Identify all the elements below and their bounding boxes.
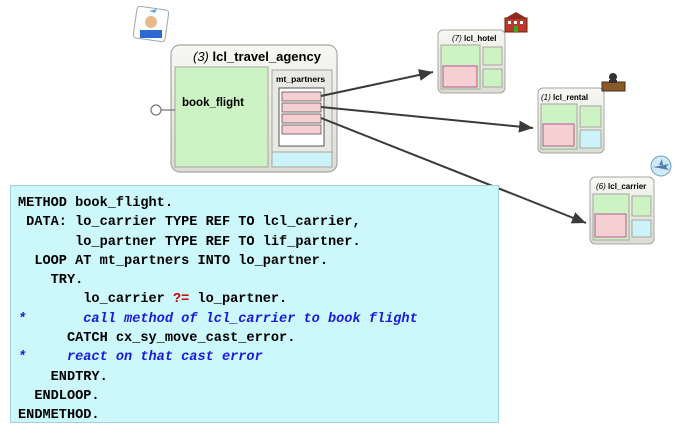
airplane-icon [650,155,672,177]
code-line: ENDTRY. [18,369,108,385]
class-lcl-hotel[interactable]: (7) lcl_hotel [437,29,506,94]
reference-arrow-carrier [320,117,587,224]
table-row[interactable] [281,113,322,124]
code-text: lo_partner. [189,292,288,308]
code-line: LOOP AT mt_partners INTO lo_partner. [18,253,328,269]
code-line: DATA: lo_carrier TYPE REF TO lcl_carrier… [18,215,361,231]
class-title: (3) lcl_travel_agency [193,49,322,64]
table-row[interactable] [281,124,322,135]
hotel-icon [504,12,528,33]
class-lcl-carrier[interactable]: (6) lcl_carrier [589,176,655,245]
code-line: CATCH cx_sy_move_cast_error. [18,331,296,347]
code-line: ENDMETHOD. [18,408,100,424]
code-line-cast: lo_carrier ?= lo_partner. [18,290,498,309]
code-line: METHOD book_flight. [18,196,173,211]
class-lcl-travel-agency[interactable]: (3) lcl_travel_agency book_flight mt_par… [150,44,338,173]
code-comment: * react on that cast error [18,350,263,366]
travel-agent-icon [132,5,170,43]
table-row[interactable] [281,91,322,102]
code-line: ENDLOOP. [18,388,100,404]
attribute-label: mt_partners [276,74,325,84]
code-comment: * call method of lcl_carrier to book fli… [18,311,418,327]
method-label: book_flight [182,97,244,109]
code-text: lo_carrier [18,292,173,308]
cast-operator: ?= [173,292,190,308]
code-listing: METHOD book_flight. DATA: lo_carrier TYP… [10,185,499,423]
code-line: TRY. [18,273,84,289]
rental-desk-icon [601,73,626,92]
method-port[interactable] [150,104,162,116]
class-title: (6) lcl_carrier [596,182,646,191]
reference-arrow-rental [320,106,534,133]
class-lcl-rental[interactable]: (1) lcl_rental [537,87,605,154]
table-row[interactable] [281,102,322,113]
code-line: lo_partner TYPE REF TO lif_partner. [18,234,361,250]
class-title: (1) lcl_rental [541,93,588,102]
method-area [174,66,269,168]
reference-arrow-hotel [320,69,434,97]
class-title: (7) lcl_hotel [452,34,496,43]
